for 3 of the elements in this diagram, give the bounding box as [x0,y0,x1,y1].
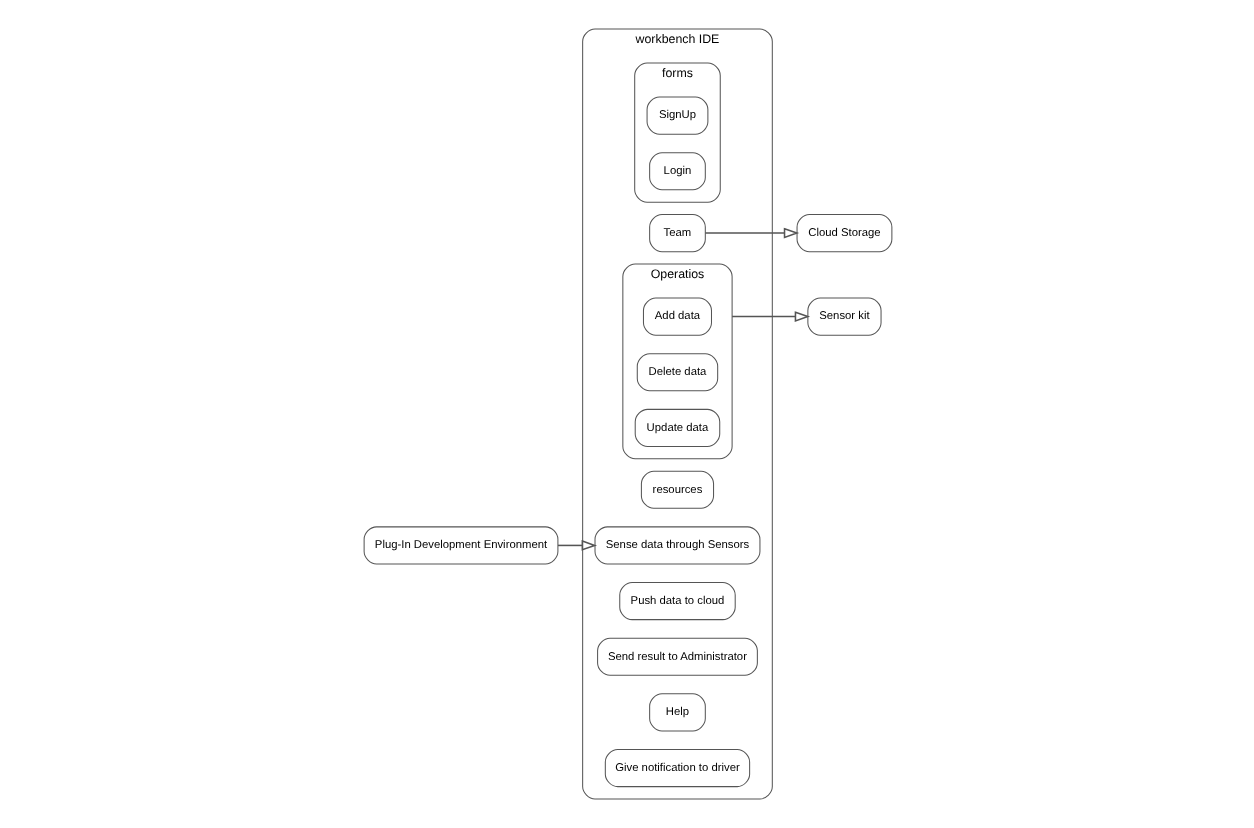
arrow [703,227,799,239]
arrow [730,311,810,322]
arrow [556,540,597,551]
